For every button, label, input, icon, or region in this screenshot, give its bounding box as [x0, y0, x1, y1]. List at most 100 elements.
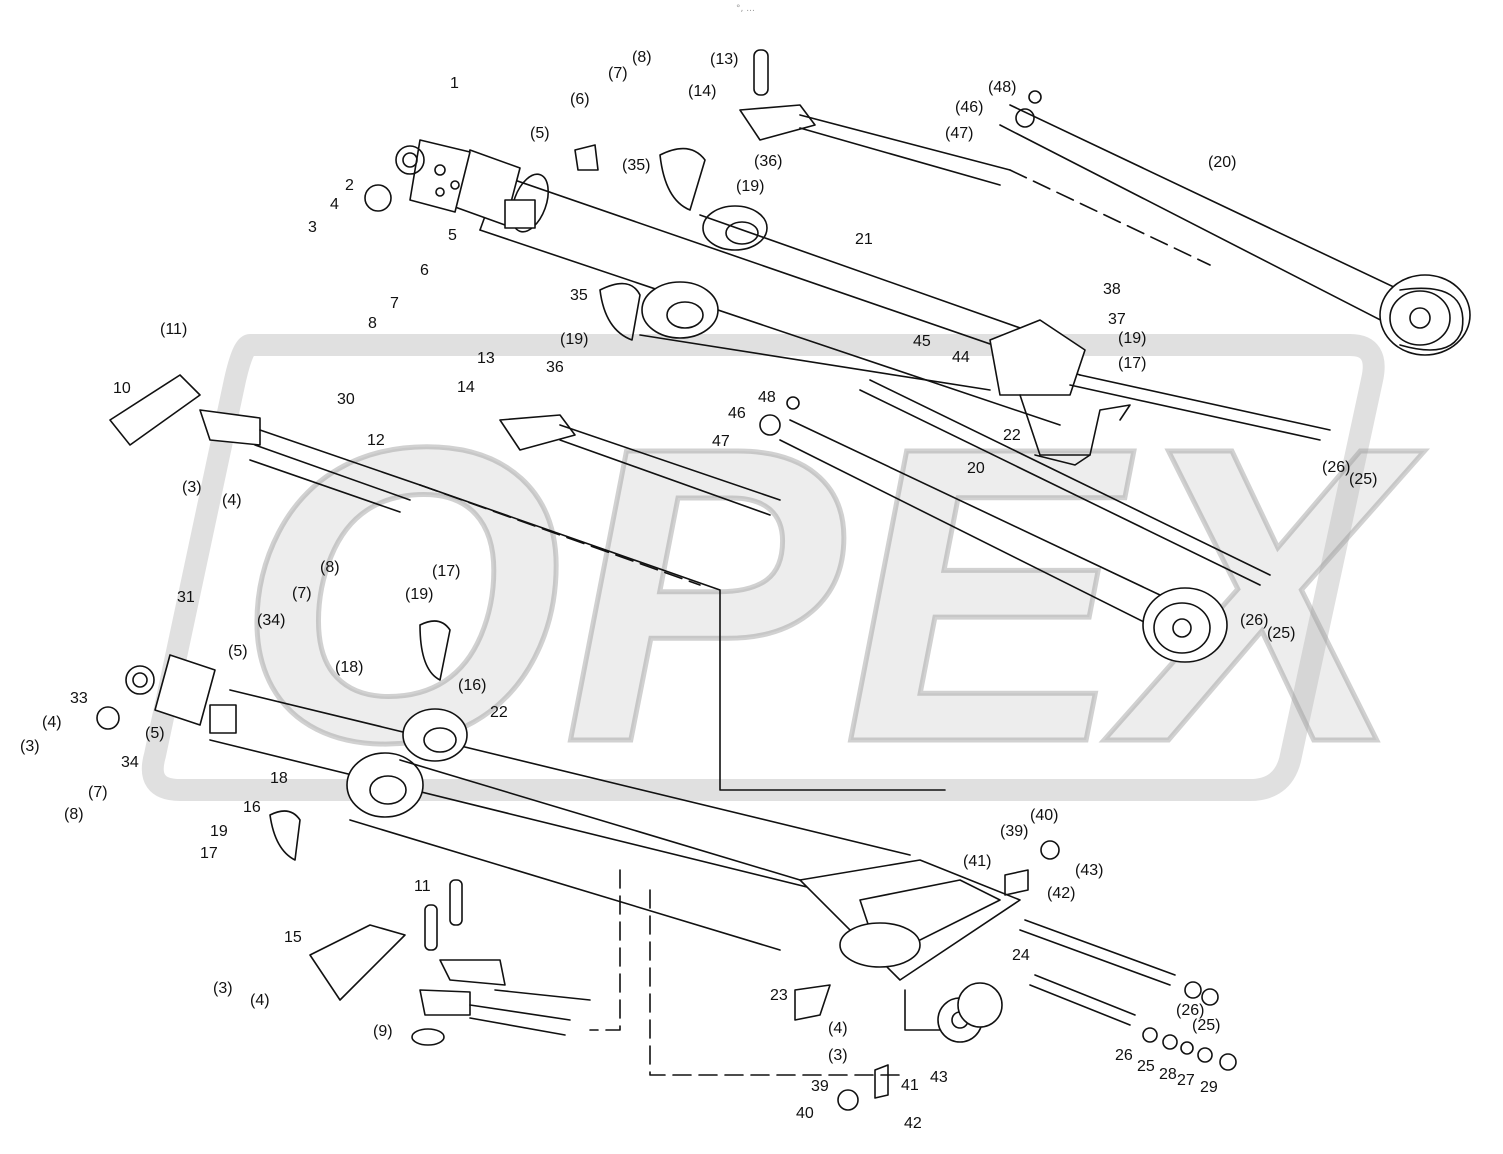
callout-label: 46 [728, 405, 746, 422]
callout-label: 39 [811, 1078, 829, 1095]
callout-label: (41) [963, 853, 991, 870]
lower-cable-rods [1019, 919, 1237, 1071]
callout-label: (48) [988, 79, 1016, 96]
callout-label: (8) [320, 559, 340, 576]
callout-label: 3 [308, 219, 317, 236]
callout-label: (18) [335, 659, 363, 676]
callout-label: 12 [367, 432, 385, 449]
callout-label: (19) [1118, 330, 1146, 347]
callout-label: 6 [420, 262, 429, 279]
callout-label: (26) [1322, 459, 1350, 476]
callout-label: (34) [257, 612, 285, 629]
callout-label: (11) [160, 321, 187, 338]
callout-label: 22 [490, 704, 508, 721]
callout-label: 28 [1159, 1066, 1177, 1083]
callout-label: (4) [42, 714, 62, 731]
callout-label: (40) [1030, 807, 1058, 824]
callout-label: (16) [458, 677, 486, 694]
callout-label: (5) [228, 643, 248, 660]
callout-label: 19 [210, 823, 228, 840]
callout-label: (4) [828, 1020, 848, 1037]
callout-label: (17) [1118, 355, 1146, 372]
callout-label: (7) [292, 585, 312, 602]
callout-label: 21 [855, 231, 873, 248]
upper-chain-anchor-13 [739, 49, 1011, 186]
watermark-frame [141, 334, 1385, 801]
dashed-connector-lines [419, 169, 1211, 1076]
callout-label: 17 [200, 845, 218, 862]
callout-label: 8 [368, 315, 377, 332]
callout-label: (46) [955, 99, 983, 116]
callout-label: 2 [345, 177, 354, 194]
callout-label: 40 [796, 1105, 814, 1122]
callout-label: 27 [1177, 1072, 1195, 1089]
callout-label: 11 [414, 878, 431, 895]
upper-cable [859, 374, 1331, 586]
callout-label: (19) [736, 178, 764, 195]
callout-label: (17) [432, 563, 460, 580]
callout-label: 36 [546, 359, 564, 376]
callout-label: 4 [330, 196, 339, 213]
callout-label: 10 [113, 380, 131, 397]
callout-label: 29 [1200, 1079, 1218, 1096]
callout-label: 23 [770, 987, 788, 1004]
callout-label: 41 [901, 1077, 919, 1094]
callout-label: (25) [1192, 1017, 1220, 1034]
callout-label: 20 [967, 460, 985, 477]
callout-label: (7) [608, 65, 628, 82]
callout-label: (8) [632, 49, 652, 66]
callout-label: (19) [560, 331, 588, 348]
callout-label: 38 [1103, 281, 1121, 298]
callout-label: 16 [243, 799, 261, 816]
callout-label: 34 [121, 754, 139, 771]
callout-label: (20) [1208, 154, 1236, 171]
callout-label: 25 [1137, 1058, 1155, 1075]
callout-label: 13 [477, 350, 495, 367]
callout-label: (3) [182, 479, 202, 496]
upper-chain-20 [999, 104, 1471, 356]
callout-label: (13) [710, 51, 738, 68]
lower-carriage-24 [799, 859, 1021, 1043]
callout-label: (7) [88, 784, 108, 801]
small-hardware [96, 90, 1060, 1111]
lower-lift-cylinder [125, 654, 911, 906]
callout-label: (42) [1047, 885, 1075, 902]
callout-label: 1 [450, 75, 459, 92]
callout-label: (8) [64, 806, 84, 823]
callout-label: 45 [913, 333, 931, 350]
callout-labels: 1(8)(7)(6)(5)(13)(14)(48)(46)(47)(35)(36… [20, 49, 1377, 1132]
callout-label: 22 [1003, 427, 1021, 444]
callout-label: (4) [222, 492, 242, 509]
callout-label: (6) [570, 91, 590, 108]
crosshead-assembly-22 [989, 319, 1131, 466]
callout-label: (3) [213, 980, 233, 997]
callout-label: 35 [570, 287, 588, 304]
lower-pulley-pair [346, 708, 801, 951]
middle-chain-20 [499, 414, 1228, 663]
upper-pulley-pair [639, 205, 1041, 391]
callout-label: (19) [405, 586, 433, 603]
callout-label: 24 [1012, 947, 1030, 964]
callout-label: 31 [177, 589, 195, 606]
callout-label: (43) [1075, 862, 1103, 879]
callout-label: (26) [1176, 1002, 1204, 1019]
callout-label: 42 [904, 1115, 922, 1132]
lower-bracket-15-11 [309, 879, 591, 1046]
callout-label: 18 [270, 770, 288, 787]
callout-label: (36) [754, 153, 782, 170]
callout-label: (5) [145, 725, 165, 742]
callout-label: 5 [448, 227, 457, 244]
callout-label: 7 [390, 295, 399, 312]
callout-label: (25) [1349, 471, 1377, 488]
callout-label: (14) [688, 83, 716, 100]
callout-label: 37 [1108, 311, 1126, 328]
callout-label: 26 [1115, 1047, 1133, 1064]
upper-bracket-10-12 [109, 374, 946, 791]
callout-label: 44 [952, 349, 970, 366]
upper-lift-cylinder [395, 139, 1081, 426]
callout-label: (39) [1000, 823, 1028, 840]
callout-label: (9) [373, 1023, 393, 1040]
callout-label: 33 [70, 690, 88, 707]
